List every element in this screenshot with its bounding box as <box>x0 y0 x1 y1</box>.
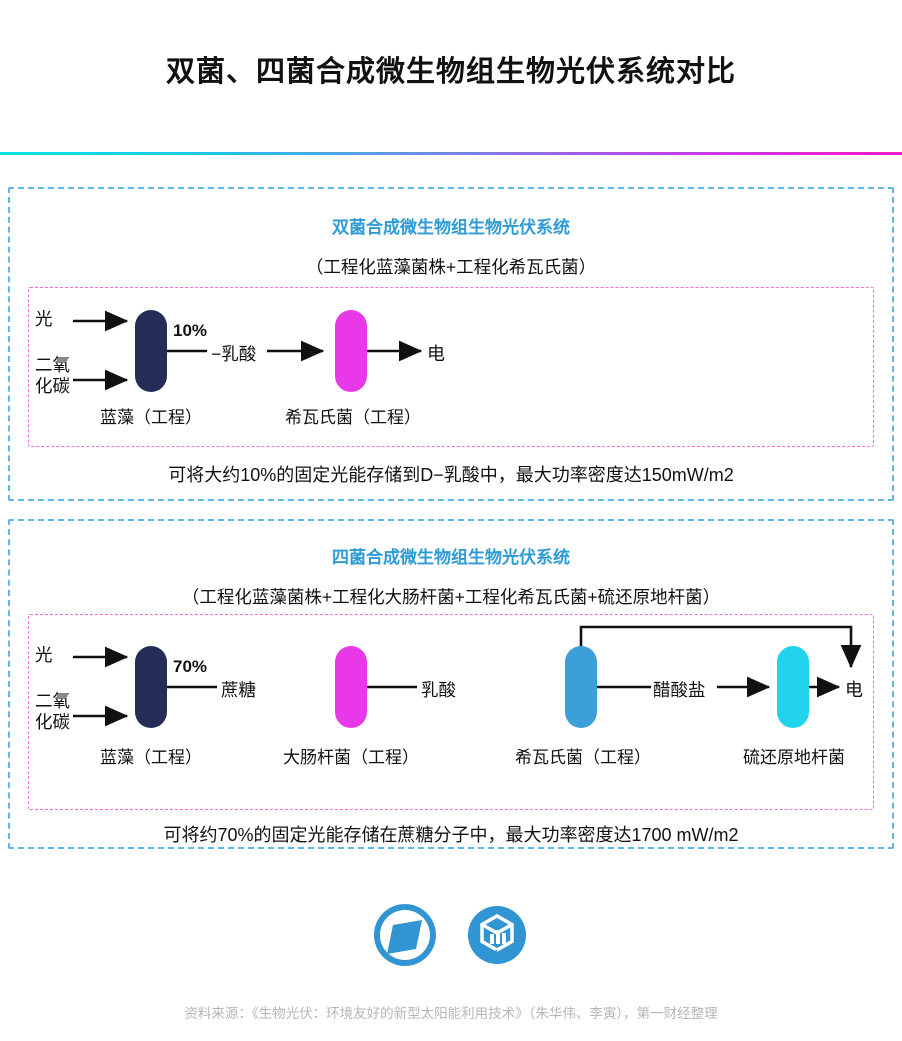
organism-label-ecoli-2: 大肠杆菌（工程） <box>283 748 419 767</box>
flow-label-lactate-2: 乳酸 <box>419 677 458 702</box>
diagram-two-species: 光 二氧 化碳 蓝藻（工程） 希瓦氏菌（工程） 10% −乳酸 电 <box>28 287 874 447</box>
efficiency-label-1: 10% <box>173 321 208 340</box>
organism-capsule-shewanella-2 <box>565 646 597 728</box>
section-1-heading: 双菌合成微生物组生物光伏系统 <box>332 218 570 237</box>
input-co2-line2-1: 化碳 <box>35 376 70 396</box>
organism-label-cyanobacteria-1: 蓝藻（工程） <box>100 408 202 427</box>
section-2-caption: 可将约70%的固定光能存储在蔗糖分子中，最大功率密度达1700 mW/m2 <box>163 825 739 845</box>
organism-capsule-ecoli-2 <box>335 646 367 728</box>
section-2-heading: 四菌合成微生物组生物光伏系统 <box>332 548 570 567</box>
input-co2-line2-2: 化碳 <box>35 712 70 732</box>
flow-label-acetate-2: 醋酸盐 <box>651 677 708 702</box>
input-light-1: 光 <box>35 309 53 329</box>
source-note: 资料来源：《生物光伏：环境友好的新型太阳能利用技术》（朱华伟、李寅），第一财经整… <box>184 1006 718 1021</box>
section-1-subheading: （工程化蓝藻菌株+工程化希瓦氏菌） <box>305 257 597 277</box>
footer-logos <box>0 903 902 967</box>
organism-label-cyanobacteria-2: 蓝藻（工程） <box>100 748 202 767</box>
diagram-four-species: 光 二氧 化碳 蓝藻（工程） 大肠杆菌（工程） 希瓦氏菌（工程） 硫还原地杆菌 … <box>28 614 874 810</box>
section-two-species: 双菌合成微生物组生物光伏系统 （工程化蓝藻菌株+工程化希瓦氏菌） <box>8 187 894 501</box>
organism-capsule-shewanella-1 <box>335 310 367 392</box>
flow-label-lactate-1: −乳酸 <box>209 341 259 366</box>
input-co2-line1-2: 二氧 <box>35 691 70 711</box>
output-label-electricity-2: 电 <box>845 680 863 700</box>
efficiency-label-2: 70% <box>173 657 208 676</box>
organism-capsule-geobacter-2 <box>777 646 809 728</box>
section-four-species: 四菌合成微生物组生物光伏系统 （工程化蓝藻菌株+工程化大肠杆菌+工程化希瓦氏菌+… <box>8 519 894 849</box>
yicai-circle-logo-icon <box>373 904 436 966</box>
flow-label-sucrose-2: 蔗糖 <box>219 677 258 702</box>
diagram-2-arrows <box>73 625 862 727</box>
page-title: 双菌、四菌合成微生物组生物光伏系统对比 <box>165 56 736 88</box>
organism-label-shewanella-2: 希瓦氏菌（工程） <box>515 748 651 767</box>
organism-label-geobacter-2: 硫还原地杆菌 <box>743 748 845 767</box>
gradient-divider <box>0 152 902 155</box>
section-1-caption: 可将大约10%的固定光能存储到D−乳酸中，最大功率密度达150mW/m2 <box>168 465 734 485</box>
yicai-hex-logo-icon <box>468 906 526 964</box>
organism-capsule-cyanobacteria-1 <box>135 310 167 392</box>
organism-label-shewanella-1: 希瓦氏菌（工程） <box>285 408 421 427</box>
organism-capsule-cyanobacteria-2 <box>135 646 167 728</box>
output-label-electricity-1: 电 <box>427 344 445 364</box>
section-2-subheading: （工程化蓝藻菌株+工程化大肠杆菌+工程化希瓦氏菌+硫还原地杆菌） <box>181 587 721 607</box>
input-light-2: 光 <box>35 645 53 665</box>
diagram-1-arrows <box>73 310 423 391</box>
input-co2-line1-1: 二氧 <box>35 355 70 375</box>
